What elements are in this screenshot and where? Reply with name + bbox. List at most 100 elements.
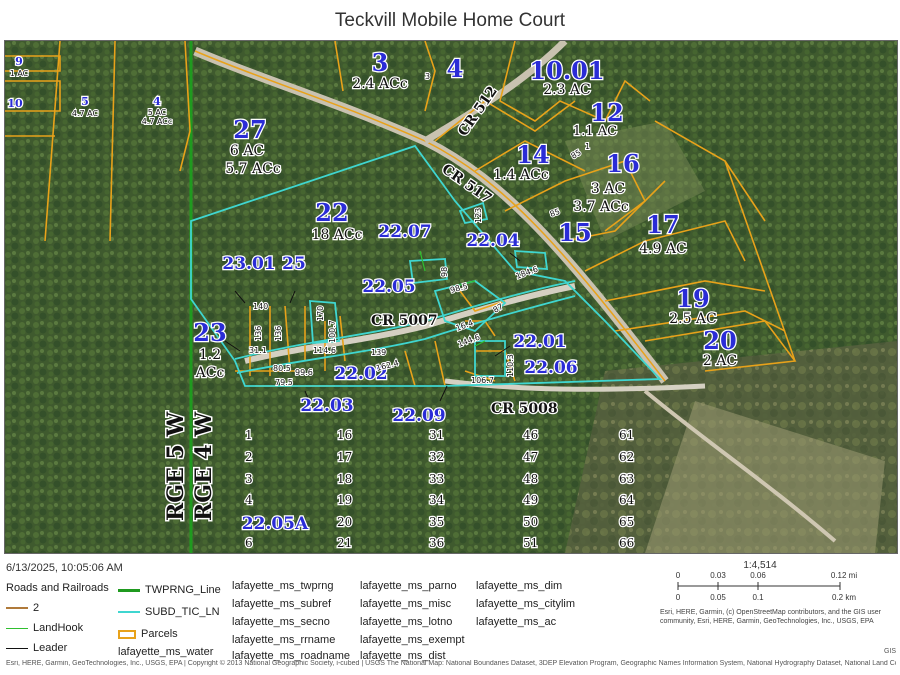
section-number: 64 <box>619 493 635 507</box>
acreage-label: 2 AC <box>703 353 737 369</box>
leader-lines <box>224 252 521 404</box>
acreage-label: 5 AC <box>148 108 167 117</box>
legend-layer: lafayette_ms_twprng <box>232 580 334 592</box>
dimension-label: 140 <box>253 302 268 311</box>
section-number: 65 <box>619 515 634 529</box>
parcel-label-16: 16 <box>606 149 639 178</box>
scale-km-tick: 0.1 <box>752 593 764 602</box>
parcel-label-23: 23 <box>193 318 226 347</box>
legend-group-title: Roads and Railroads <box>6 582 109 594</box>
legend-layer: lafayette_ms_parno <box>360 580 457 592</box>
section-number: 2 <box>245 450 253 464</box>
acreage-label: 1.4 ACc <box>493 167 549 183</box>
section-number: 3 <box>245 472 253 486</box>
section-number: 36 <box>429 536 444 550</box>
parcel-label-22-06: 22.06 <box>524 358 577 378</box>
landhook-line-swatch <box>6 627 28 629</box>
section-number: 18 <box>337 472 352 486</box>
acreage-label: 6 AC <box>230 143 264 159</box>
legend-item-landhook-label: LandHook <box>33 622 84 634</box>
acreage-label: 1 AC <box>10 69 29 78</box>
legend-layer: lafayette_ms_rrname <box>232 634 336 646</box>
dimension-label: 170 <box>316 306 325 321</box>
section-number: 32 <box>429 450 444 464</box>
dimension-label: 114.6 <box>313 346 336 355</box>
scale-mi-tick: 0.12 mi <box>831 571 857 580</box>
acreage-label: 1.1 AC <box>573 124 617 139</box>
acreage-label: 2.4 ACc <box>352 76 408 92</box>
dimension-label: 1 <box>585 142 590 151</box>
section-number: 66 <box>619 536 634 550</box>
acreage-label: ACc <box>195 365 225 381</box>
legend-item-subd: SUBD_TIC_LN <box>118 606 220 618</box>
landhook-marks <box>419 250 486 347</box>
parcel-label-23-01: 23.01 <box>222 254 275 274</box>
section-number: 35 <box>429 515 444 529</box>
map-canvas[interactable]: 3 4 10.01 12 14 16 15 17 19 20 27 22 22.… <box>5 41 897 553</box>
parcel-label-9: 9 <box>15 55 23 68</box>
acreage-label: 5.7 ACc <box>225 161 281 177</box>
legend-layer: lafayette_ms_secno <box>232 616 330 628</box>
legend-item-roads-label: 2 <box>33 602 40 614</box>
road-cr-517-line <box>194 50 666 382</box>
dimension-label: 98 <box>440 267 449 277</box>
parcel-label-15: 15 <box>558 218 591 247</box>
scale-mi-tick: 0 <box>676 571 681 580</box>
legend-item-twprng: TWPRNG_Line <box>118 584 221 596</box>
dimension-label: 100.7 <box>328 320 337 343</box>
section-number: 62 <box>619 450 634 464</box>
acreage-label: 1.2 <box>199 347 221 363</box>
legend-layer: lafayette_ms_subref <box>232 598 332 610</box>
acreage-label: 3.7 ACc <box>573 199 629 215</box>
section-number: 17 <box>337 450 352 464</box>
dimension-label: 123 <box>474 208 483 223</box>
legend-item-leader-label: Leader <box>33 642 68 654</box>
parcel-label-22-05a: 22.05A <box>242 514 309 534</box>
section-number: 33 <box>429 472 444 486</box>
road-dirt-track <box>643 389 837 543</box>
legend-layer: lafayette_ms_misc <box>360 598 452 610</box>
section-number: 49 <box>523 493 538 507</box>
scale-graphic: 0 0.03 0.06 0.12 mi 0 0.05 0.1 0.2 km <box>676 571 858 602</box>
scale-km-tick: 0.2 km <box>832 593 856 602</box>
legend-layer: lafayette_ms_exempt <box>360 634 465 646</box>
section-number: 1 <box>245 428 253 442</box>
acreage-label: 2.3 AC <box>543 82 591 98</box>
legend-item-roads: 2 <box>6 602 39 614</box>
legend-layer: lafayette_ms_citylim <box>476 598 576 610</box>
parcel-label-22-04: 22.04 <box>466 231 519 251</box>
legend-layer: lafayette_ms_dist <box>360 650 446 662</box>
parcel-label-22: 22 <box>315 198 348 227</box>
scale-bar: 1:4,514 0 0.03 0.06 0.12 mi 0 0.05 0.1 0… <box>660 558 896 658</box>
section-number: 50 <box>523 515 538 529</box>
parcel-label-20: 20 <box>703 326 736 355</box>
section-number: 63 <box>619 472 634 486</box>
attribution-bar: Esri, HERE, Garmin, GeoTechnologies, Inc… <box>6 660 896 667</box>
legend-item-twprng-label: TWPRNG_Line <box>145 584 221 596</box>
dimension-label: 79.5 <box>275 378 293 387</box>
road-cr-5007 <box>244 283 576 364</box>
map-title: Teckvill Mobile Home Court <box>334 10 566 31</box>
parcel-label-4-small: 4 <box>153 95 161 108</box>
legend-item-landhook: LandHook <box>6 622 83 634</box>
dimension-label: 31.1 <box>249 346 267 355</box>
section-number: 47 <box>523 450 538 464</box>
legend-layer: lafayette_ms_dim <box>476 580 563 592</box>
parcel-label-27: 27 <box>233 115 266 144</box>
scale-km-tick: 0 <box>676 593 681 602</box>
legend-layer: lafayette_ms_roadname <box>232 650 351 662</box>
parcel-label-22-02: 22.02 <box>334 364 387 384</box>
scale-km-tick: 0.05 <box>710 593 726 602</box>
section-number: 20 <box>337 515 352 529</box>
map-view[interactable]: 3 4 10.01 12 14 16 15 17 19 20 27 22 22.… <box>4 40 898 554</box>
parcel-boundaries <box>5 41 797 387</box>
parcel-label-5: 5 <box>81 95 89 108</box>
subd-line-swatch <box>118 611 140 614</box>
dimension-label: 80.5 <box>273 364 291 373</box>
parcel-label-4: 4 <box>447 54 464 83</box>
legend-layer: lafayette_ms_lotno <box>360 616 453 628</box>
section-number: 46 <box>523 428 538 442</box>
acreage-label: 4.7 ACc <box>142 117 173 126</box>
legend-item-parcels: Parcels <box>118 628 178 640</box>
acreage-label: 4.9 AC <box>639 241 687 257</box>
